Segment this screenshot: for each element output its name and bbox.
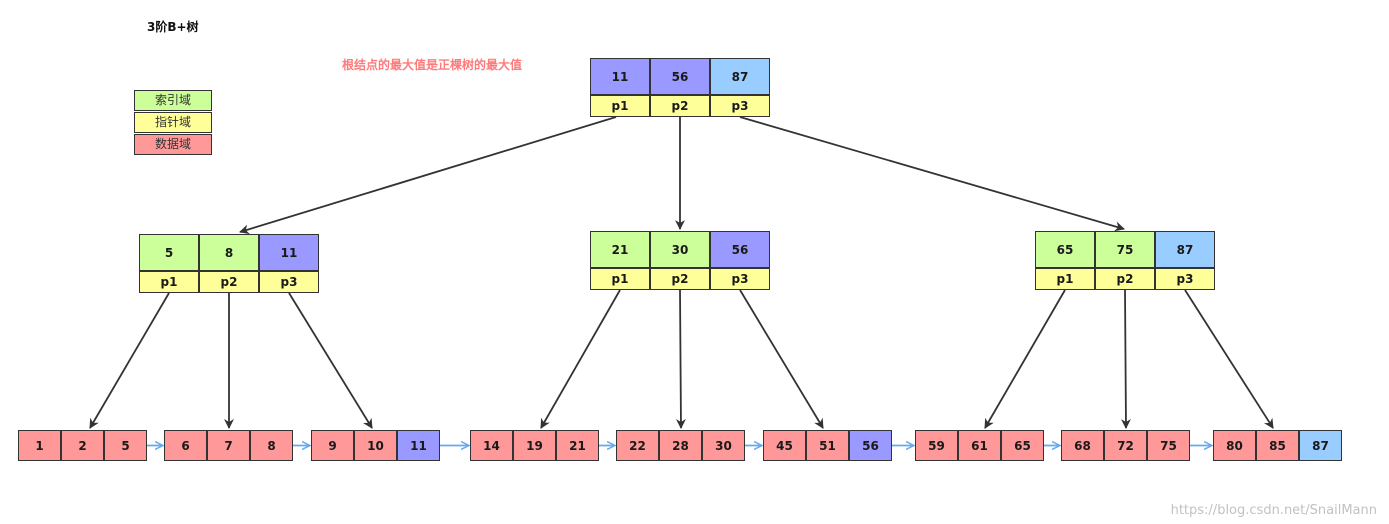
leaf-3-key: 9: [311, 430, 354, 461]
internal-node-2-pointer: p2: [650, 268, 710, 290]
leaf-8-key: 72: [1104, 430, 1147, 461]
leaf-9-key: 80: [1213, 430, 1256, 461]
root-node-key: 11: [590, 58, 650, 95]
internal-node-3-pointer: p2: [1095, 268, 1155, 290]
internal-node-1-pointer: p2: [199, 271, 259, 293]
internal-node-2-key: 30: [650, 231, 710, 268]
internal-node-3-key: 75: [1095, 231, 1155, 268]
leaf-3-key: 11: [397, 430, 440, 461]
leaf-5-key: 28: [659, 430, 702, 461]
legend-data: 数据域: [134, 134, 212, 155]
diagram-title: 3阶B+树: [147, 20, 199, 34]
internal-node-1-key: 11: [259, 234, 319, 271]
internal-node-1-pointer: p3: [259, 271, 319, 293]
edge-internal-3-p1: [984, 289, 1066, 429]
edge-root-p1: [239, 116, 617, 235]
edge-root-p3: [739, 116, 1125, 232]
leaf-8-key: 75: [1147, 430, 1190, 461]
leaf-2-key: 7: [207, 430, 250, 461]
leaf-1-key: 1: [18, 430, 61, 461]
leaf-4-key: 19: [513, 430, 556, 461]
leaf-9-key: 85: [1256, 430, 1299, 461]
leaf-6-key: 56: [849, 430, 892, 461]
root-node-key: 87: [710, 58, 770, 95]
leaf-1-key: 5: [104, 430, 147, 461]
edge-internal-3-p2: [1120, 289, 1131, 429]
edge-internal-3-p3: [1184, 289, 1274, 429]
internal-node-1-key: 5: [139, 234, 199, 271]
edge-internal-2-p2: [675, 289, 686, 429]
edge-internal-2-p1: [540, 289, 621, 429]
edge-internal-2-p3: [739, 289, 824, 429]
leaf-5-key: 22: [616, 430, 659, 461]
leaf-3-key: 10: [354, 430, 397, 461]
internal-node-2-pointer: p1: [590, 268, 650, 290]
edge-internal-1-p1: [89, 292, 170, 429]
internal-node-3-key: 87: [1155, 231, 1215, 268]
leaf-5-key: 30: [702, 430, 745, 461]
annotation-note: 根结点的最大值是正棵树的最大值: [342, 58, 523, 72]
leaf-4-key: 14: [470, 430, 513, 461]
root-node-pointer: p1: [590, 95, 650, 117]
leaf-7-key: 61: [958, 430, 1001, 461]
root-node-key: 56: [650, 58, 710, 95]
internal-node-3-key: 65: [1035, 231, 1095, 268]
leaf-2-key: 6: [164, 430, 207, 461]
leaf-6-key: 51: [806, 430, 849, 461]
leaf-7-key: 65: [1001, 430, 1044, 461]
leaf-4-key: 21: [556, 430, 599, 461]
leaf-9-key: 87: [1299, 430, 1342, 461]
edge-internal-1-p3: [288, 292, 373, 429]
leaf-2-key: 8: [250, 430, 293, 461]
internal-node-2-key: 21: [590, 231, 650, 268]
internal-node-1-key: 8: [199, 234, 259, 271]
internal-node-3-pointer: p3: [1155, 268, 1215, 290]
leaf-7-key: 59: [915, 430, 958, 461]
root-node-pointer: p2: [650, 95, 710, 117]
legend-index: 索引域: [134, 90, 212, 111]
internal-node-1-pointer: p1: [139, 271, 199, 293]
legend-pointer: 指针域: [134, 112, 212, 133]
internal-node-2-key: 56: [710, 231, 770, 268]
leaf-1-key: 2: [61, 430, 104, 461]
internal-node-3-pointer: p1: [1035, 268, 1095, 290]
root-node-pointer: p3: [710, 95, 770, 117]
leaf-6-key: 45: [763, 430, 806, 461]
leaf-8-key: 68: [1061, 430, 1104, 461]
internal-node-2-pointer: p3: [710, 268, 770, 290]
watermark: https://blog.csdn.net/SnailMann: [1170, 503, 1377, 518]
